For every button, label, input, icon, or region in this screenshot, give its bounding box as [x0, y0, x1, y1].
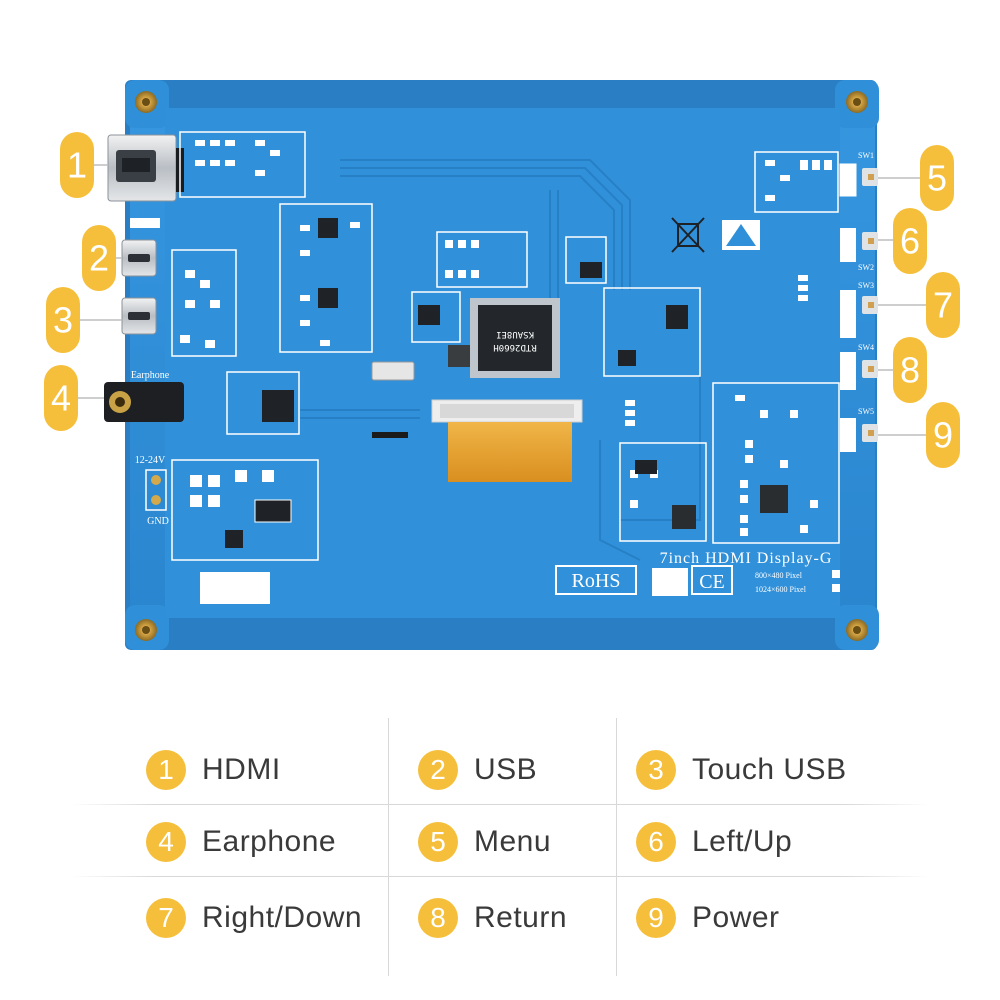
sw3-button-label: Right/Down [842, 296, 850, 331]
legend-label: Left/Up [692, 825, 793, 858]
legend-number: 7 [146, 898, 186, 938]
legend-item-return: 8 Return [418, 888, 567, 948]
callout-8-number: 8 [900, 350, 920, 391]
legend-label: USB [474, 753, 538, 786]
callout-leader-lines [76, 164, 928, 436]
legend-number: 3 [636, 750, 676, 790]
ce-text: CE [699, 571, 725, 593]
callout-4-number: 4 [51, 378, 71, 419]
legend-number: 2 [418, 750, 458, 790]
sw1-button-label: Menu [841, 171, 850, 190]
voltage-silk-label: 12-24V [135, 455, 166, 466]
power-header: 12-24V GND [135, 455, 169, 527]
component-blocks [171, 131, 840, 561]
callout-6: 6 [893, 208, 927, 274]
callout-7: 7 [926, 272, 960, 338]
legend-item-earphone: 4 Earphone [146, 812, 336, 872]
legend-label: Return [474, 901, 568, 934]
check-box-2 [832, 584, 840, 592]
callout-5: 5 [920, 145, 954, 211]
hdmi-silk-label: HDMI [133, 218, 157, 228]
callout-8: 8 [893, 337, 927, 403]
sw4-label: SW4 [858, 343, 874, 352]
legend-number: 5 [418, 822, 458, 862]
callout-1: 1 [60, 132, 94, 198]
ic-chips [225, 218, 788, 548]
usb-port [121, 239, 157, 277]
earphone-jack: Earphone [104, 370, 184, 422]
legend-label: Touch USB [692, 753, 847, 786]
main-controller-chip: RTD2660H KSAU8EI [470, 298, 560, 378]
legend-label: Earphone [202, 825, 337, 858]
legend-item-touch-usb: 3 Touch USB [636, 740, 847, 800]
legend-label: Power [692, 901, 780, 934]
callout-6-number: 6 [900, 221, 920, 262]
legend-item-right-down: 7 Right/Down [146, 888, 362, 948]
sw2-button-label: Left/Up [842, 233, 850, 256]
callout-7-number: 7 [933, 285, 953, 326]
rohs-mark: RoHS [555, 565, 637, 595]
check-box-1 [832, 570, 840, 578]
earphone-silk-label: Earphone [131, 370, 170, 381]
callout-5-number: 5 [927, 158, 947, 199]
sw5-button-label: Power [841, 424, 850, 445]
legend-number: 6 [636, 822, 676, 862]
resolution-label-1: 800×480 Pixel [755, 571, 803, 580]
hdmi-port: HDMI [107, 134, 184, 228]
weee-bin-icon [671, 217, 705, 253]
blank-label-pad-2 [652, 568, 688, 596]
blank-label-pad [200, 572, 270, 604]
legend-divider-h1 [70, 804, 930, 805]
chip-marking-2: KSAU8EI [496, 329, 534, 339]
display-board-photo: HDMI Earphone [44, 80, 960, 650]
legend-label: HDMI [202, 753, 281, 786]
legend-item-left-up: 6 Left/Up [636, 812, 792, 872]
side-switches: Menu SW1 Left/Up SW2 Right/Down SW3 Retu… [839, 151, 878, 452]
legend-item-power: 9 Power [636, 888, 780, 948]
callout-1-number: 1 [67, 145, 87, 186]
legend-item-menu: 5 Menu [418, 812, 551, 872]
rohs-text: RoHS [572, 570, 621, 592]
legend-label: Menu [474, 825, 552, 858]
legend-table: 1 HDMI 2 USB 3 Touch USB 4 Earphone 5 Me… [70, 718, 930, 978]
callout-3: 3 [46, 287, 80, 353]
callout-2: 2 [82, 225, 116, 291]
sw3-label: SW3 [858, 281, 874, 290]
model-label: 7inch HDMI Display-G [660, 550, 833, 567]
sw1-label: SW1 [858, 151, 874, 160]
smd-components [180, 140, 832, 536]
legend-number: 4 [146, 822, 186, 862]
legend-number: 9 [636, 898, 676, 938]
legend-item-hdmi: 1 HDMI [146, 740, 281, 800]
legend-number: 8 [418, 898, 458, 938]
callout-2-number: 2 [89, 238, 109, 279]
legend-label: Right/Down [202, 901, 363, 934]
legend-divider-v1 [388, 718, 389, 976]
legend-divider-h2 [70, 876, 930, 877]
callout-4: 4 [44, 365, 78, 431]
sw5-label: SW5 [858, 407, 874, 416]
callout-3-number: 3 [53, 300, 73, 341]
resolution-label-2: 1024×600 Pixel [755, 585, 807, 594]
touch-usb-port [121, 297, 157, 335]
esd-warning-icon [722, 220, 760, 250]
sw2-label: SW2 [858, 263, 874, 272]
mounting-holes [135, 91, 868, 641]
callout-9: 9 [926, 402, 960, 468]
legend-divider-v2 [616, 718, 617, 976]
sw4-button-label: Return [841, 360, 850, 382]
chip-marking-1: RTD2660H [493, 342, 536, 352]
callout-9-number: 9 [933, 415, 953, 456]
fpc-ribbon-connector [371, 361, 583, 482]
ce-mark: CE [691, 565, 733, 595]
legend-number: 1 [146, 750, 186, 790]
gnd-silk-label: GND [147, 516, 169, 527]
legend-item-usb: 2 USB [418, 740, 537, 800]
